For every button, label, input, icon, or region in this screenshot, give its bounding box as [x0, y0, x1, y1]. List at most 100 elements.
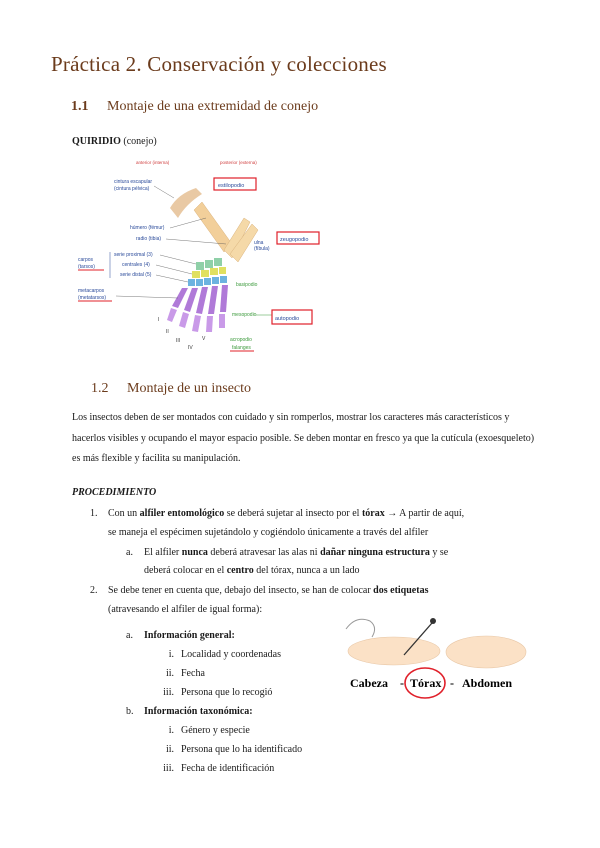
procedimiento-heading: PROCEDIMIENTO: [72, 487, 157, 498]
zeugopodio-box: [276, 231, 320, 245]
group-b-label: Información taxonómica:: [144, 706, 253, 717]
metacarpal-bones: [172, 285, 228, 314]
group-a-item-2: Fecha: [181, 668, 205, 679]
group-b-item-3-marker: iii.: [163, 763, 174, 774]
autopodio-box: [271, 309, 313, 325]
step-2-line-1: Se debe tener en cuenta que, debajo del …: [108, 585, 428, 596]
rabbit-limb-diagram: anterior (interna) posterior (externa) c…: [78, 160, 320, 352]
label-anterior: anterior (interna): [136, 160, 170, 165]
label-zeugopodio: zeugopodio: [280, 237, 308, 243]
pin-head: [430, 618, 436, 624]
text: El alfiler: [144, 547, 182, 558]
radius-bone: [223, 217, 251, 259]
label-estilopodio: estilopodio: [218, 183, 244, 189]
torax-circle: [404, 667, 446, 699]
label-basipodio: basipodio: [236, 282, 258, 288]
antenna: [345, 618, 376, 638]
step-1-line-1: Con un alfiler entomológico se deberá su…: [108, 508, 464, 519]
estilopodio-box: [213, 177, 257, 191]
phalanx-bones: [167, 308, 225, 332]
digit-iv: IV: [188, 345, 193, 351]
dash-1: -: [400, 676, 404, 690]
label-carpos-2: (tarsos): [78, 264, 95, 270]
bold-text: nunca: [181, 547, 208, 558]
digit-iii: III: [176, 338, 180, 344]
label-mesopodio: mesopodio: [232, 312, 257, 318]
label-humero: húmero (fémur): [130, 225, 165, 231]
section-heading-1-2: 1.2 Montaje de un insecto: [91, 381, 251, 397]
group-b-item-2: Persona que lo ha identificado: [181, 744, 303, 755]
bold-text: centro: [226, 565, 254, 576]
label-proximal: serie proximal (3): [114, 252, 153, 258]
intro-paragraph: Los insectos deben de ser montados con c…: [72, 412, 535, 464]
label-ulna-2: (fíbula): [254, 246, 270, 252]
label-metacarpos-1: metacarpos: [78, 288, 105, 294]
digit-i: I: [158, 317, 159, 323]
group-a-marker: a.: [126, 630, 133, 641]
group-a-item-1: Localidad y coordenadas: [181, 649, 281, 660]
text: deberá atravesar las alas ni: [207, 547, 321, 558]
step-2-marker: 2.: [90, 585, 98, 596]
label-cintura-2: (cintura pélvica): [114, 186, 150, 192]
ulna-bone: [229, 223, 259, 263]
label-torax: Tórax: [410, 676, 441, 690]
group-b-item-1-marker: i.: [168, 725, 174, 736]
group-b-item-3: Fecha de identificación: [181, 763, 275, 774]
group-a-item-2-marker: ii.: [165, 668, 174, 679]
label-posterior: posterior (externa): [220, 160, 257, 165]
step-1a-line-2: deberá colocar en el centro del tórax, n…: [144, 565, 360, 576]
step-1-marker: 1.: [90, 508, 98, 519]
quiridio-rest: (conejo): [120, 136, 157, 147]
group-a-item-1-marker: i.: [168, 649, 174, 660]
group-b-item-1: Género y especie: [181, 725, 250, 736]
group-b-marker: b.: [126, 706, 134, 717]
section-title: Montaje de una extremidad de conejo: [107, 99, 319, 114]
humerus-bone: [193, 201, 233, 253]
text: Con un: [108, 508, 140, 519]
section-number: 1.2: [91, 381, 109, 396]
bold-text: tórax: [361, 508, 385, 519]
text: y se: [429, 547, 449, 558]
label-centrales: centrales (4): [122, 262, 150, 268]
label-cintura-1: cintura escapular: [114, 179, 152, 185]
group-b-item-2-marker: ii.: [165, 744, 174, 755]
section-title: Montaje de un insecto: [127, 381, 252, 396]
label-metacarpos-2: (metatarsos): [78, 295, 106, 301]
insect-abdomen: [445, 635, 527, 669]
group-a-item-3: Persona que lo recogió: [181, 687, 273, 698]
label-falanges: falanges: [232, 345, 251, 351]
quiridio-bold: QUIRIDIO: [72, 136, 121, 147]
group-a-item-3-marker: iii.: [163, 687, 174, 698]
insect-body-diagram: Cabeza - Tórax - Abdomen: [345, 618, 527, 699]
insect-head-thorax: [347, 636, 441, 666]
text: deberá colocar en el: [144, 565, 227, 576]
digit-ii: II: [166, 329, 169, 335]
carpal-bones: [188, 258, 227, 286]
girdle-bone: [170, 188, 202, 218]
group-a-label: Información general:: [144, 630, 235, 641]
text: se deberá sujetar al insecto por el: [224, 508, 362, 519]
label-abdomen: Abdomen: [462, 676, 512, 690]
bold-text: alfiler entomológico: [139, 508, 225, 519]
pin: [403, 622, 433, 656]
quiridio-caption: QUIRIDIO (conejo): [72, 136, 157, 147]
dash-2: -: [450, 676, 454, 690]
label-ulna-1: ulna: [254, 240, 264, 246]
digit-v: V: [202, 336, 206, 342]
label-autopodio: autopodio: [275, 316, 299, 322]
label-acropodio: acropodio: [230, 337, 252, 343]
bold-text: dañar ninguna estructura: [320, 547, 430, 558]
section-heading-1-1: 1.1 Montaje de una extremidad de conejo: [71, 99, 318, 115]
step-1-line-2: se maneja el espécimen sujetándolo y cog…: [108, 527, 429, 538]
label-carpos-1: carpos: [78, 257, 94, 263]
step-2-line-2: (atravesando el alfiler de igual forma):: [108, 604, 263, 615]
section-number: 1.1: [71, 99, 89, 114]
label-cabeza: Cabeza: [350, 676, 388, 690]
step-1a-line-1: El alfiler nunca deberá atravesar las al…: [144, 547, 448, 558]
text: → A partir de aquí,: [384, 508, 465, 519]
step-1a-marker: a.: [126, 547, 133, 558]
bold-text: dos etiquetas: [373, 585, 429, 596]
text: Se debe tener en cuenta que, debajo del …: [108, 585, 374, 596]
label-radio: radio (tibia): [136, 236, 161, 242]
text: del tórax, nunca a un lado: [253, 565, 360, 576]
